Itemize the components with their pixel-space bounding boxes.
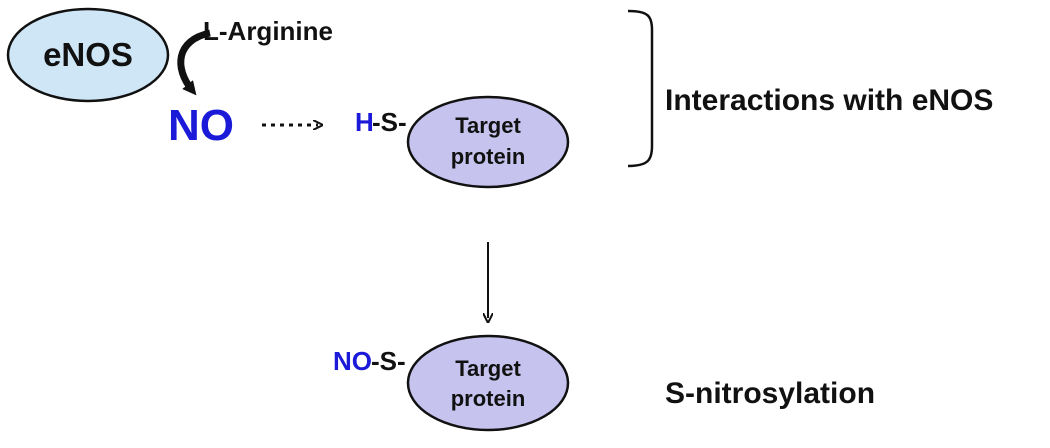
nitroso-no-label: NO [333, 346, 372, 376]
target-protein-upper-line1: Target [455, 113, 521, 138]
thiol-h-label: H [355, 107, 374, 137]
enos-label: eNOS [43, 36, 133, 73]
target-protein-lower-line1: Target [455, 356, 521, 381]
target-protein-lower-line2: protein [451, 386, 526, 411]
s-nitrosylation-label: S-nitrosylation [665, 377, 875, 410]
target-protein-ellipse-upper [406, 95, 570, 189]
target-protein-ellipse-lower [406, 334, 570, 432]
nitroso-s-label: -S- [371, 346, 406, 376]
l-arginine-label: L-Arginine [203, 16, 333, 46]
interactions-label: Interactions with eNOS [665, 84, 993, 117]
thiol-s-label: -S- [372, 107, 407, 137]
conversion-curve-arrow [177, 29, 211, 96]
interaction-bracket [627, 9, 654, 168]
enos-ellipse [6, 7, 170, 103]
no-label: NO [168, 101, 234, 150]
target-protein-upper-line2: protein [451, 144, 526, 169]
